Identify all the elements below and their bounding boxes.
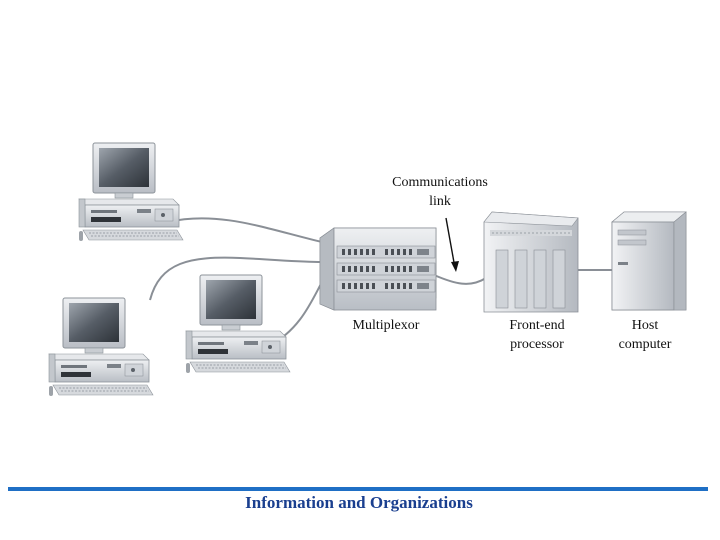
desktop-computer-icon [48,297,154,397]
host-computer-label: Host computer [618,318,672,352]
footer-title: Information and Organizations [245,493,473,512]
communications-link-label: Communications link [392,175,488,209]
communications-link-pointer [445,217,459,272]
host-tower-icon [611,211,687,311]
front-end-processor-icon [483,211,579,313]
network-diagram [48,142,687,397]
footer-divider [8,487,708,491]
multiplexor-unit-icon [319,227,437,311]
desktop-computer-icon [78,142,184,242]
desktop-computer-icon [185,274,291,374]
front-end-processor-label: Front-end processor [509,318,565,352]
multiplexor-label: Multiplexor [352,318,420,333]
